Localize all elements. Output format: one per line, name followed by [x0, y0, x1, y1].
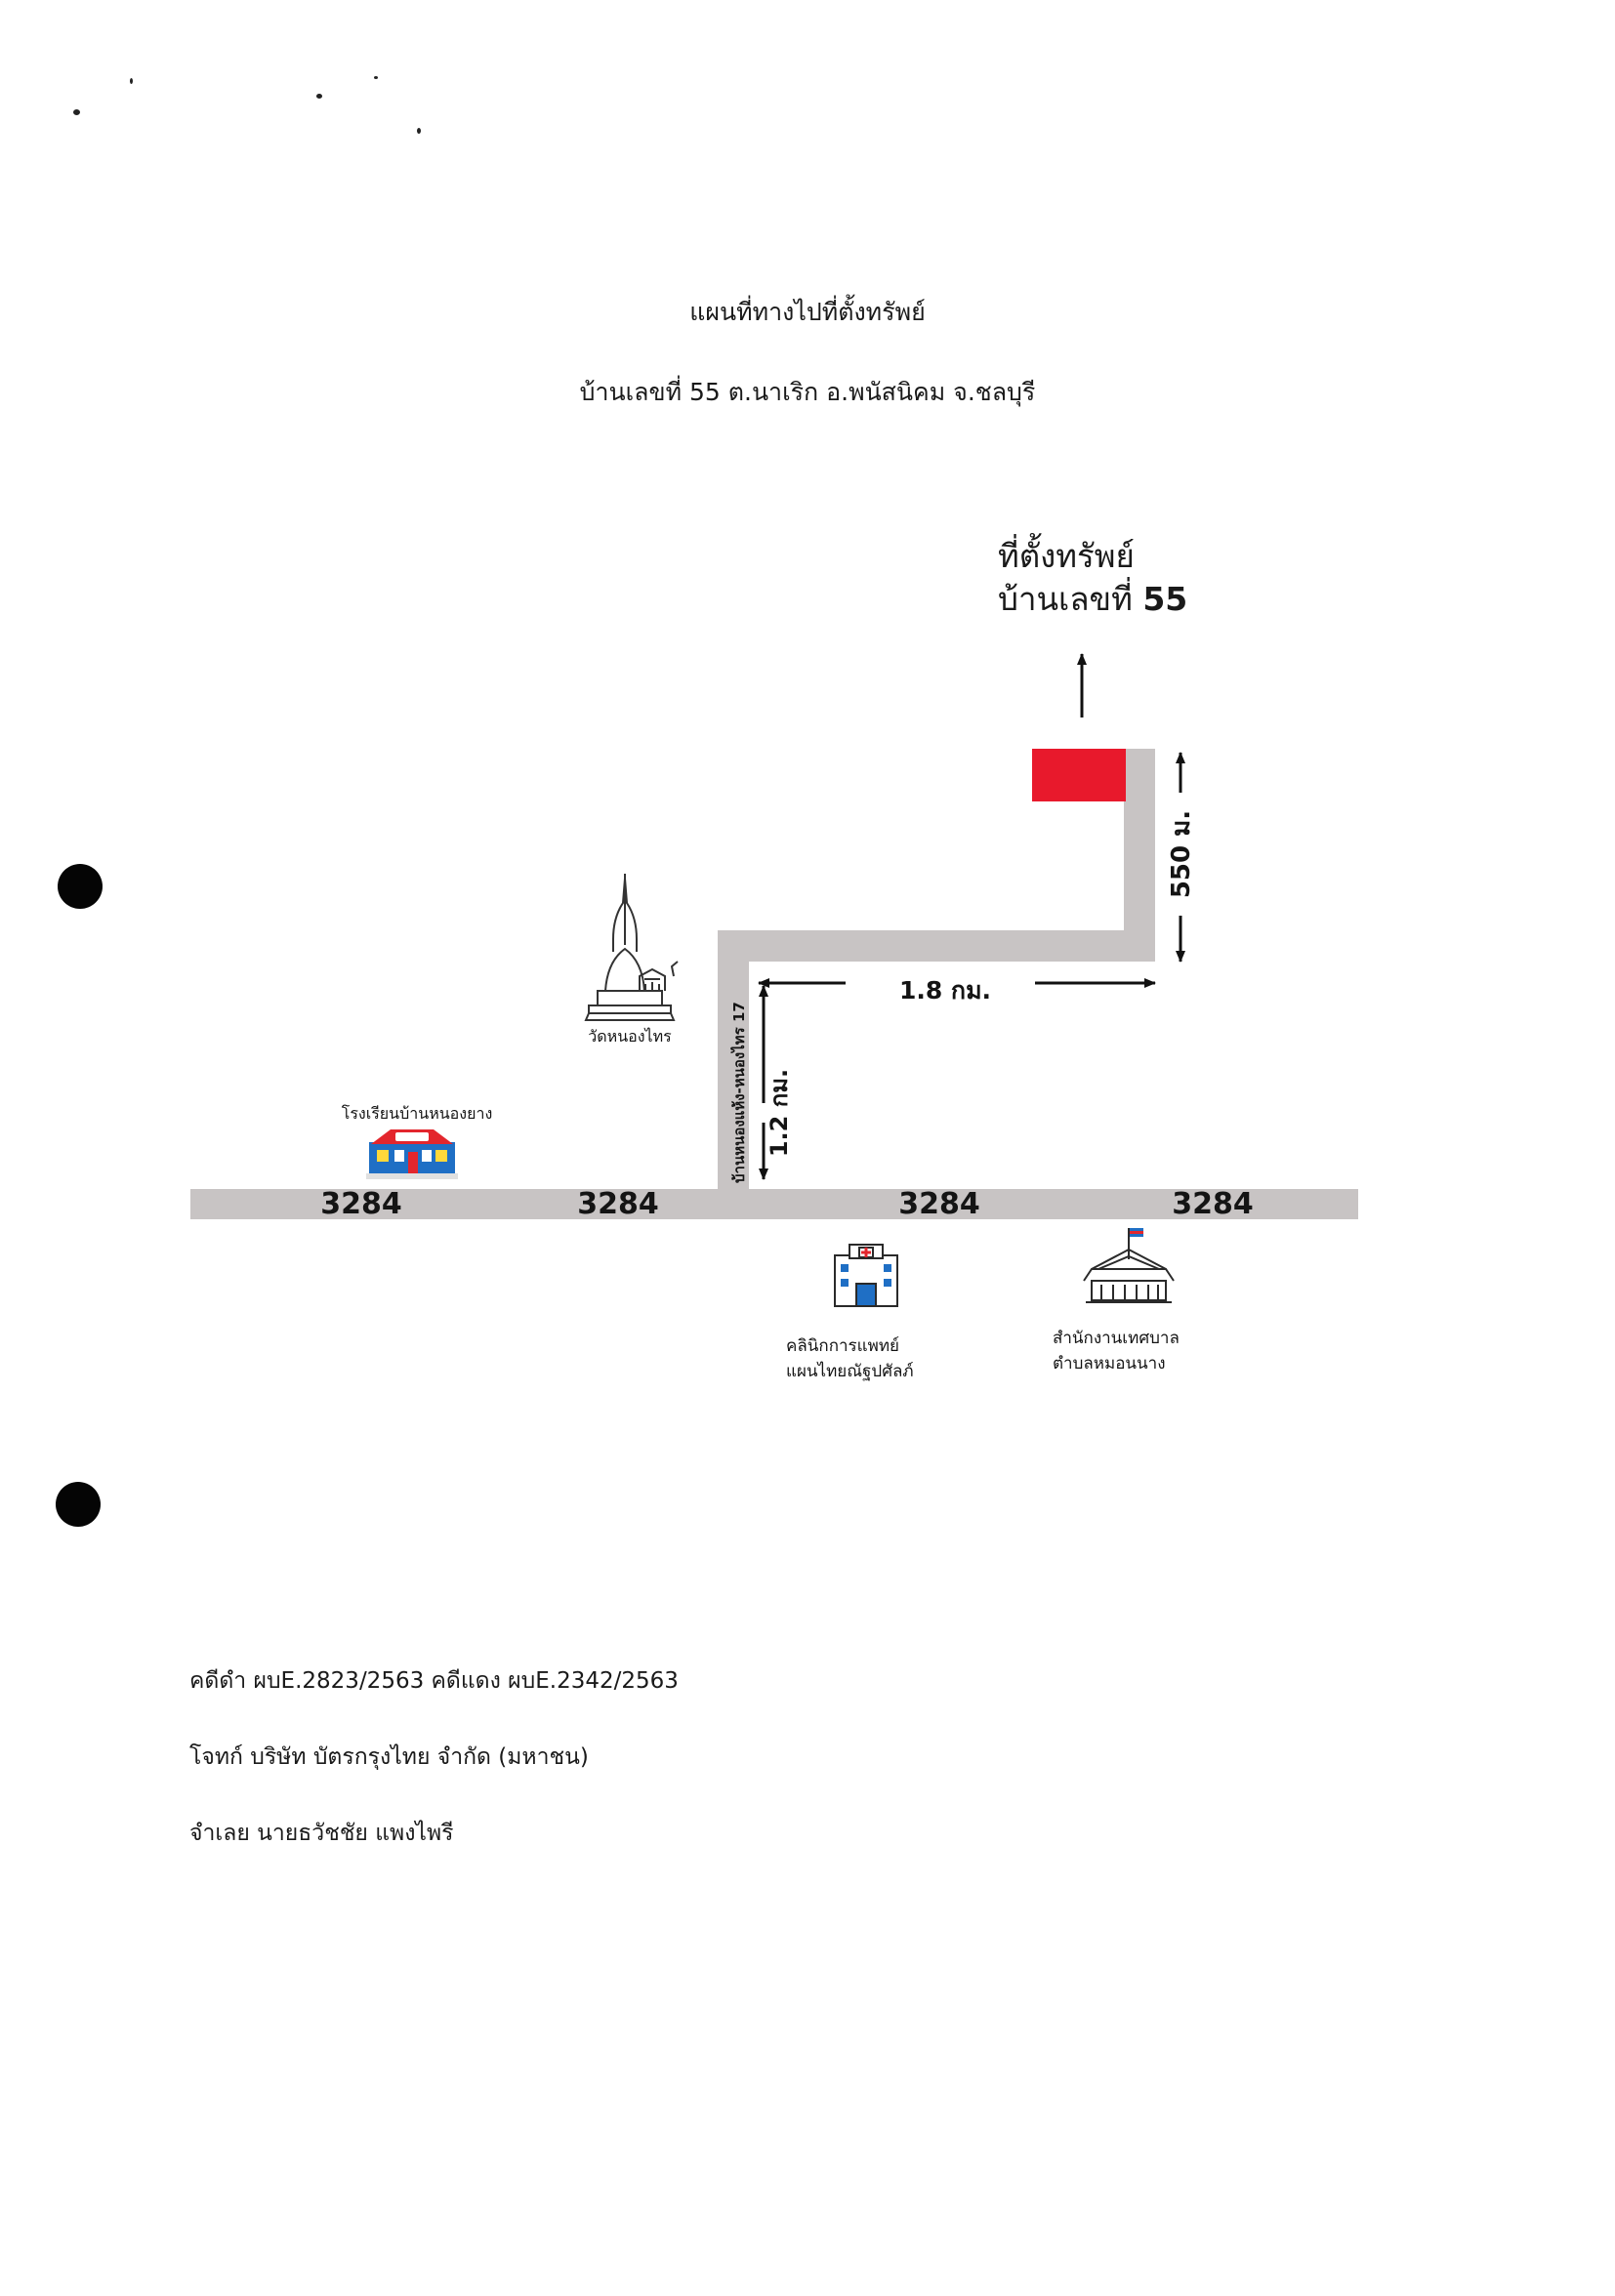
- scan-speck: [374, 76, 378, 79]
- access-road: [1124, 749, 1155, 962]
- road-number-label-4: 3284: [1172, 1187, 1254, 1221]
- scan-speck: [316, 94, 322, 99]
- side-road: [718, 930, 749, 1219]
- property-label: ที่ตั้งทรัพย์ บ้านเลขที่ 55: [998, 535, 1187, 621]
- government-office-icon: [1083, 1228, 1175, 1303]
- map-title: แผนที่ทางไปที่ตั้งทรัพย์: [689, 298, 926, 326]
- punch-hole-top: [58, 864, 103, 909]
- side-road-name: บ้านหนองแห้ง-หนองไทร 17: [729, 1002, 748, 1183]
- case-numbers: คดีดำ ผบE.2823/2563 คดีแดง ผบE.2342/2563: [189, 1668, 679, 1694]
- scan-speck: [130, 78, 133, 84]
- scan-speck: [73, 109, 80, 115]
- distance-label-3: 550 ม.: [1167, 810, 1196, 898]
- property-label-line1: ที่ตั้งทรัพย์: [998, 537, 1135, 575]
- temple-label: วัดหนองไทร: [588, 1027, 672, 1046]
- property-house-number: 55: [1142, 580, 1188, 618]
- plaintiff-line: โจทก์ บริษัท บัตรกรุงไทย จำกัด (มหาชน): [189, 1744, 589, 1770]
- clinic-label-line1: คลินิกการแพทย์: [786, 1336, 899, 1356]
- office-label-line2: ตำบลหมอนนาง: [1053, 1354, 1166, 1374]
- school-icon: [366, 1129, 458, 1179]
- map-subtitle: บ้านเลขที่ 55 ต.นาเริก อ.พนัสนิคม จ.ชลบุ…: [579, 378, 1036, 406]
- punch-hole-bottom: [56, 1482, 101, 1527]
- hospital-icon: [834, 1244, 898, 1307]
- distance-label-2: 1.8 กม.: [899, 976, 991, 1004]
- office-label-line1: สำนักงานเทศบาล: [1053, 1329, 1180, 1348]
- property-marker: [1032, 749, 1126, 801]
- road-number-label-2: 3284: [577, 1187, 659, 1221]
- distance-label-1: 1.2 กม.: [766, 1069, 793, 1157]
- main-road-3284: [190, 1189, 1358, 1219]
- temple-icon: [584, 874, 679, 1021]
- connecting-road: [718, 930, 1155, 962]
- scan-speck: [417, 128, 421, 134]
- property-label-text: บ้านเลขที่: [998, 580, 1143, 618]
- road-number-label-3: 3284: [898, 1187, 980, 1221]
- clinic-label-line2: แผนไทยณัฐปศัลภ์: [786, 1361, 914, 1381]
- defendant-line: จำเลย นายธวัชชัย แพงไพรี: [189, 1821, 454, 1846]
- school-label: โรงเรียนบ้านหนองยาง: [342, 1104, 493, 1123]
- road-number-label-1: 3284: [320, 1187, 402, 1221]
- property-label-line2: บ้านเลขที่ 55: [998, 578, 1187, 621]
